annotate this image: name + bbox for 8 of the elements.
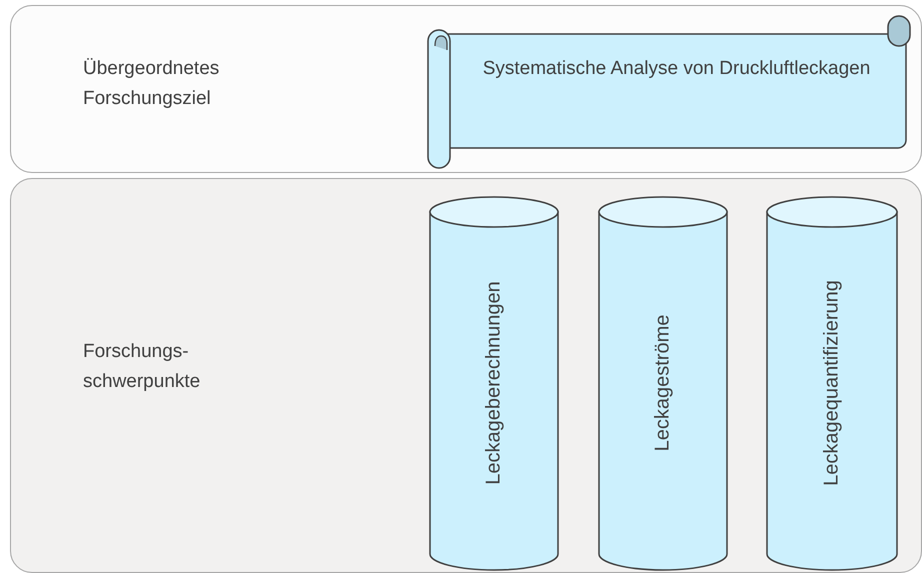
focus-label: Leckageströme [652,314,674,452]
focus-label: Leckagequantifizierung [820,280,844,486]
goal-text: Systematische Analyse von Druckluftleckagen [482,57,872,81]
section-heading: Übergeordnetes Forschungsziel [83,57,220,111]
section-band [10,5,922,173]
section-heading: Forschungs- schwerpunkte [83,340,202,394]
section-band [10,178,922,573]
focus-label: Leckageberechnungen [482,281,506,485]
